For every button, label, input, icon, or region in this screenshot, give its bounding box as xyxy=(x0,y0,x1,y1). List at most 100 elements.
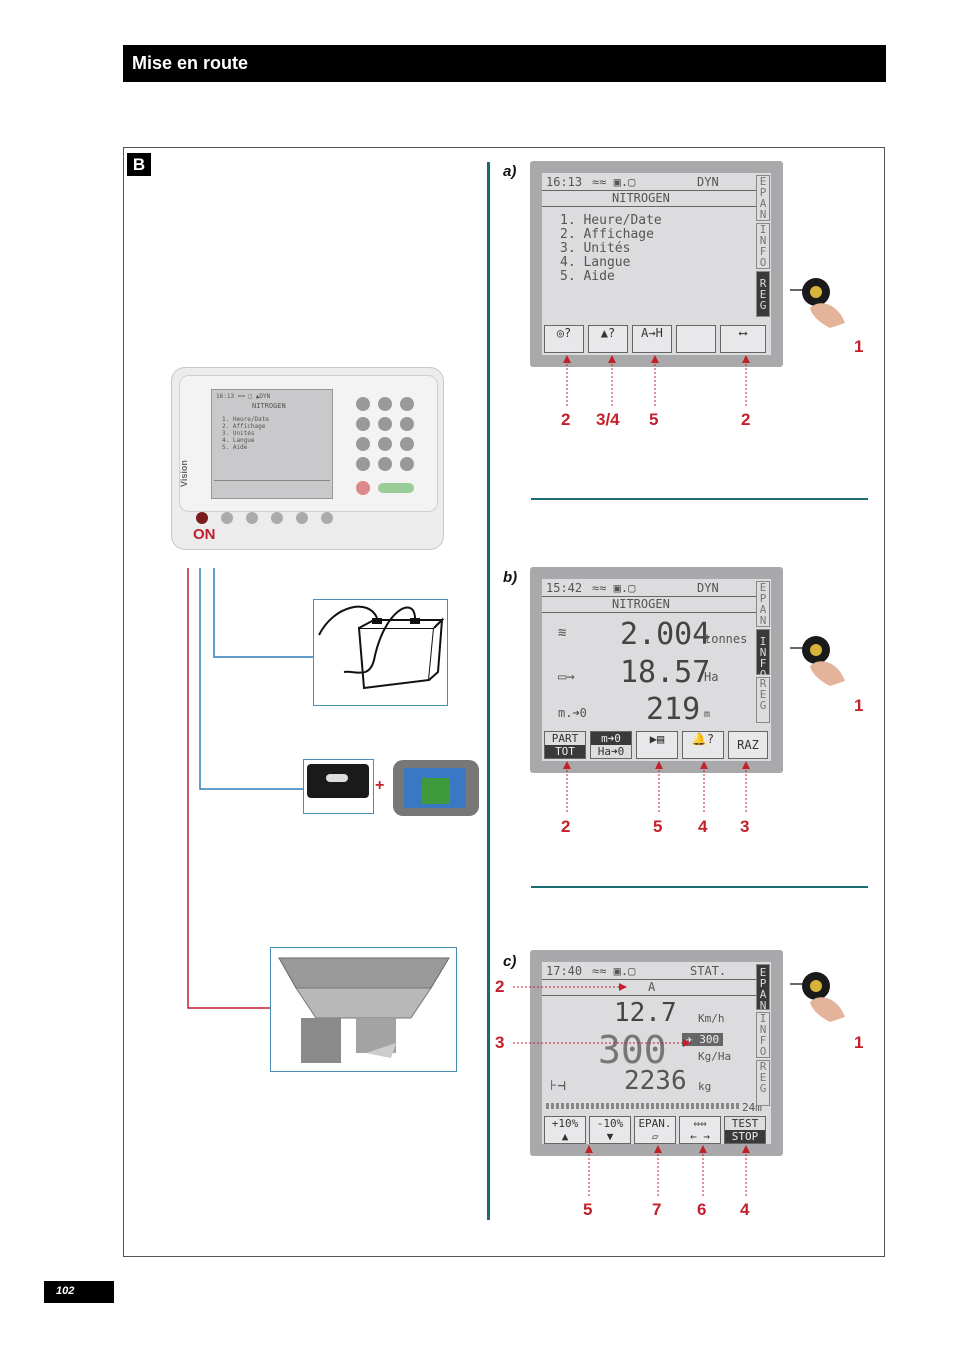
area-value: 18.57 xyxy=(620,655,711,690)
softkey-raz[interactable]: RAZ xyxy=(728,731,768,759)
tab-reg[interactable]: REG xyxy=(756,1060,770,1106)
keypad-key[interactable] xyxy=(378,397,392,411)
keypad-key[interactable] xyxy=(356,397,370,411)
function-button[interactable] xyxy=(271,512,283,524)
gps-terminal-image xyxy=(393,760,479,816)
tab-info[interactable]: INFO xyxy=(756,1012,770,1058)
press-callout: 1 xyxy=(854,337,864,356)
callout-number: 2 xyxy=(741,410,751,429)
status-mode: STAT. xyxy=(690,964,727,978)
keypad-key[interactable] xyxy=(400,457,414,471)
callout-arrows-a xyxy=(563,355,750,407)
boom-icon: ⊦⊣ xyxy=(550,1078,566,1094)
keypad-key-enter[interactable] xyxy=(378,483,414,493)
quantity-unit: tonnes xyxy=(704,632,748,646)
keypad-key[interactable] xyxy=(356,437,370,451)
callout-arrows-c-left xyxy=(513,983,691,1047)
panel-a-label: a) xyxy=(503,163,517,180)
function-button[interactable] xyxy=(246,512,258,524)
softkey-plus-10[interactable]: +10%▲ xyxy=(544,1116,586,1144)
callout-arrows-c xyxy=(585,1145,750,1197)
softkey-alarm[interactable]: 🔔? xyxy=(682,731,724,759)
console-menu-title: NITROGEN xyxy=(252,402,286,410)
figure-frame xyxy=(123,147,885,1257)
keypad-key[interactable] xyxy=(400,437,414,451)
speed-unit: Km/h xyxy=(698,1012,725,1025)
screen-a: 16:13 ≈≈ ▣.▢ DYN NITROGEN 1. Heure/Date … xyxy=(530,161,783,367)
keypad-key[interactable] xyxy=(400,397,414,411)
speed-value: 12.7 xyxy=(614,998,677,1028)
keypad-key[interactable] xyxy=(356,457,370,471)
distance-value: 219 xyxy=(646,692,701,727)
softkey-diagnostics[interactable]: ◎? xyxy=(544,325,584,353)
weight-value: 2236 xyxy=(624,1066,687,1096)
quantity-icon: ≋ xyxy=(558,625,567,641)
report-icon: ▶▤ xyxy=(649,732,665,746)
rate-target: ✈ 300 xyxy=(682,1033,724,1046)
softkey-spread-width[interactable]: ⟷ xyxy=(720,325,766,353)
tab-reg[interactable]: REG xyxy=(756,271,770,317)
area-unit: Ha xyxy=(704,670,719,684)
callout-number: 7 xyxy=(652,1200,662,1219)
tab-info[interactable]: INFO xyxy=(756,223,770,269)
menu-item[interactable]: 3. Unités xyxy=(560,241,631,256)
tab-epan[interactable]: EPAN xyxy=(756,964,770,1011)
callout-number: 3/4 xyxy=(596,410,620,429)
softkey-sections[interactable]: ⇔⇔← → xyxy=(679,1116,721,1144)
keypad-key[interactable] xyxy=(378,437,392,451)
status-time: 16:13 xyxy=(546,175,583,189)
finger-press-icon xyxy=(790,636,845,686)
menu-item[interactable]: 1. Heure/Date xyxy=(560,213,662,228)
tab-reg[interactable]: REG xyxy=(756,677,770,723)
keypad-key[interactable] xyxy=(378,457,392,471)
callout-arrows-b xyxy=(563,761,750,813)
callout-number: 5 xyxy=(653,817,663,836)
weight-unit: kg xyxy=(698,1080,712,1093)
status-mode: DYN xyxy=(697,581,719,595)
softkey-a-to-h[interactable]: A→H xyxy=(632,325,672,353)
control-console: Vision 16:13 ≈≈ □ ▲DYN NITROGEN 1. Heure… xyxy=(171,367,444,550)
finger-press-icon xyxy=(790,278,845,328)
keypad-key-red[interactable] xyxy=(356,481,370,495)
keypad xyxy=(356,397,436,497)
rate-unit: Kg/Ha xyxy=(698,1050,732,1063)
menu-item[interactable]: 5. Aide xyxy=(560,269,615,284)
separator xyxy=(531,886,868,888)
keypad-key[interactable] xyxy=(356,417,370,431)
spreader-icon: ≈≈ ▣.▢ xyxy=(592,175,636,189)
menu-item[interactable]: 4. Langue xyxy=(560,255,631,270)
page-number: 102 xyxy=(56,1285,75,1297)
tab-epan[interactable]: EPAN xyxy=(756,175,770,221)
softkey-epan[interactable]: EPAN.▱ xyxy=(634,1116,676,1144)
tab-epan[interactable]: EPAN xyxy=(756,581,770,627)
callout-number: 5 xyxy=(583,1200,593,1219)
function-button[interactable] xyxy=(221,512,233,524)
console-menu-item: 4. Langue xyxy=(222,437,255,444)
function-button[interactable] xyxy=(321,512,333,524)
panel-c-label: c) xyxy=(503,953,517,970)
softkey-minus-10[interactable]: -10%▼ xyxy=(589,1116,631,1144)
isobus-module-image xyxy=(303,759,374,814)
function-button[interactable] xyxy=(296,512,308,524)
section-badge: B xyxy=(127,153,151,176)
tab-info[interactable]: INFO xyxy=(756,629,770,680)
power-button[interactable] xyxy=(196,512,208,524)
fertiliser-icon: ▲? xyxy=(600,326,616,340)
distance-unit: m xyxy=(704,709,711,720)
menu-item[interactable]: 2. Affichage xyxy=(560,227,654,242)
callout-number: 3 xyxy=(495,1033,505,1052)
callout-number: 6 xyxy=(697,1200,707,1219)
console-screen: 16:13 ≈≈ □ ▲DYN NITROGEN 1. Heure/Date 2… xyxy=(211,389,333,499)
keypad-key[interactable] xyxy=(378,417,392,431)
rate-value: 300 xyxy=(598,1028,667,1072)
console-menu-item: 3. Unités xyxy=(222,430,255,437)
softkey-report[interactable]: ▶▤ xyxy=(636,731,678,759)
softkey-fertiliser-help[interactable]: ▲? xyxy=(588,325,628,353)
quantity-value: 2.004 xyxy=(620,617,711,652)
keypad-key[interactable] xyxy=(400,417,414,431)
softkey-empty[interactable] xyxy=(676,325,716,353)
